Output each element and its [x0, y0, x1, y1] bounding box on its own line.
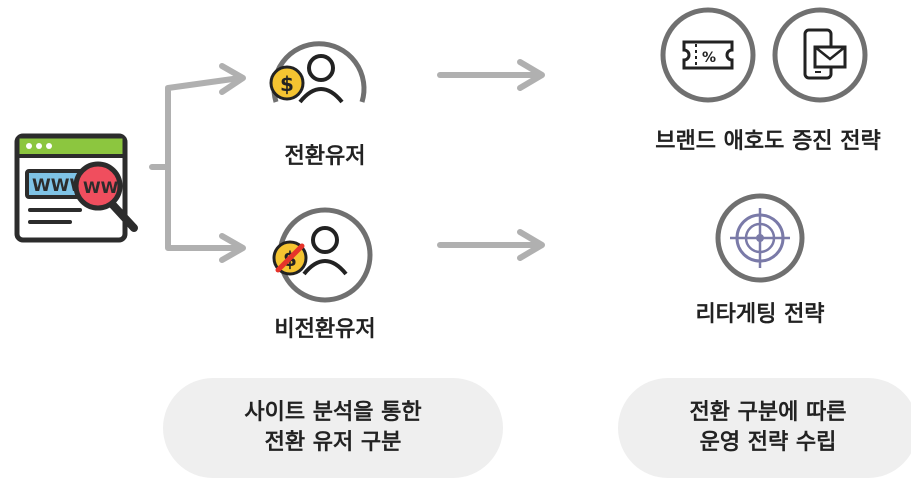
website-www-search-icon: WWW WW — [14, 133, 138, 243]
pill-strategy-plan-line2: 운영 전략 수립 — [699, 430, 837, 455]
converted-user-label: 전환유저 — [284, 144, 366, 169]
coupon-percent-icon: % — [660, 7, 756, 103]
pill-site-analysis-line1: 사이트 분석을 통한 — [244, 400, 422, 425]
brand-strategy-label: 브랜드 애호도 증진 전략 — [655, 129, 881, 154]
svg-text:$: $ — [280, 72, 294, 96]
svg-text:%: % — [702, 50, 716, 66]
user-dollar-blocked-icon: $ — [272, 207, 373, 303]
mobile-mail-icon — [772, 7, 868, 103]
user-dollar-icon: $ — [269, 41, 367, 104]
pill-strategy-plan: 전환 구분에 따른 운영 전략 수립 — [618, 378, 911, 478]
target-crosshair-icon — [715, 193, 805, 283]
pill-strategy-plan-line1: 전환 구분에 따른 — [689, 400, 847, 425]
non-converted-user-label: 비전환유저 — [274, 317, 376, 342]
arrow-non-converted — [437, 229, 545, 261]
pill-site-analysis: 사이트 분석을 통한 전환 유저 구분 — [163, 378, 503, 478]
svg-text:WW: WW — [83, 178, 119, 197]
arrow-converted — [437, 59, 545, 91]
pill-site-analysis-line2: 전환 유저 구분 — [264, 430, 402, 455]
retargeting-strategy-label: 리타게팅 전략 — [695, 302, 825, 327]
branch-arrows — [149, 63, 246, 263]
